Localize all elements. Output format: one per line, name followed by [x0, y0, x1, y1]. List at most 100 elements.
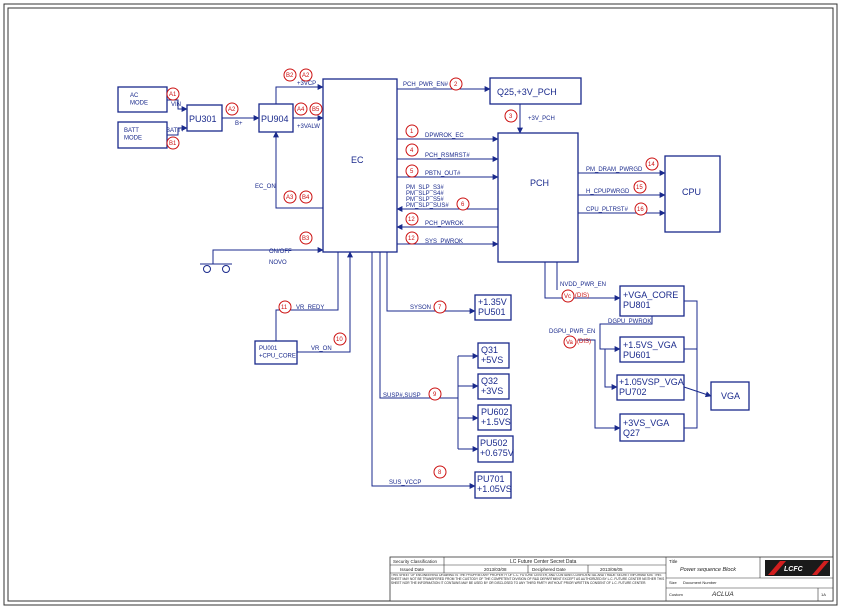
pu701-label: PU701+1.05VS	[477, 474, 512, 494]
sequence-markers: A1 B1 A2 B2 A2 A4 B5 A3 B4 B3 2 3 1 4 5 …	[166, 68, 659, 479]
marker-b2: B2	[283, 68, 297, 82]
issued-date: 2013/03/08	[484, 567, 507, 572]
marker-b1: B1	[166, 136, 180, 150]
vin-label: VIN	[171, 102, 181, 108]
marker-16: 16	[634, 202, 648, 216]
b-plus-label: B+	[235, 121, 243, 127]
marker-10: 10	[333, 332, 347, 346]
text-line: +CPU_CORE	[259, 354, 296, 360]
p3valw-label: +3VALW	[297, 124, 320, 130]
marker-b4: B4	[299, 190, 313, 204]
nvdd-pwr-en-label: NVDD_PWR_EN	[560, 282, 606, 288]
pu904-block[interactable]: PU904	[258, 103, 294, 133]
cpu-block[interactable]: CPU	[664, 155, 721, 233]
pu701-block[interactable]: PU701+1.05VS	[474, 471, 512, 499]
q32-block[interactable]: Q32+3VS	[477, 373, 510, 400]
marker-9: 9	[428, 387, 442, 401]
text-line: Q31	[481, 345, 498, 355]
q32-label: Q32+3VS	[481, 376, 503, 396]
text-line: Q32	[481, 376, 498, 386]
text-line: AC	[130, 93, 139, 99]
svg-text:8: 8	[438, 470, 442, 476]
marker-5: 5	[405, 164, 419, 178]
ec-on-label: EC_ON	[255, 184, 276, 190]
svg-text:Va: Va	[566, 340, 574, 346]
security-classification-label: Security Classification	[393, 559, 438, 564]
custom-label: Custom	[669, 592, 683, 597]
marker-14: 14	[645, 157, 659, 171]
pu001-label: PU001 +CPU_CORE	[259, 346, 296, 360]
marker-15: 15	[633, 180, 647, 194]
svg-text:B1: B1	[169, 141, 177, 147]
title-label: Title	[669, 559, 678, 564]
pch-pwrok-label: PCH_PWROK	[425, 221, 464, 227]
q25-block[interactable]: Q25,+3V_PCH	[489, 77, 582, 105]
text-line: +1.35V	[478, 297, 507, 307]
marker-a4: A4	[294, 102, 308, 116]
syson-label: SYSON	[410, 305, 431, 311]
pu301-block[interactable]: PU301	[186, 104, 223, 132]
q31-block[interactable]: Q31+5VS	[477, 342, 510, 369]
text-line: +1.05VSP_VGA	[619, 377, 684, 387]
title-block: Security Classification LC Future Center…	[389, 556, 834, 602]
cpu-label: CPU	[682, 187, 701, 197]
p3v-pch-label: +3V_PCH	[528, 116, 555, 122]
logo-text: LCFC	[784, 566, 804, 573]
marker-6: 6	[456, 197, 470, 211]
vga-label: VGA	[721, 391, 740, 401]
text-line: PU801	[623, 300, 651, 310]
text-line: PU601	[623, 350, 651, 360]
text-line: PU001	[259, 346, 278, 352]
pbtn-out-label: PBTN_OUT#	[425, 171, 461, 177]
text-line: PU502	[480, 438, 508, 448]
pu602-label: PU602+1.5VS	[481, 407, 511, 427]
svg-text:12: 12	[408, 217, 415, 223]
text-line: +VGA_CORE	[623, 290, 678, 300]
vga-block[interactable]: VGA	[710, 381, 750, 411]
vr-redy-label: VR_REDY	[296, 305, 324, 311]
text-line: +1.05VS	[477, 484, 512, 494]
pu502-block[interactable]: PU502+0.675V	[477, 435, 514, 463]
svg-text:A4: A4	[297, 107, 305, 113]
svg-text:14: 14	[648, 162, 655, 168]
svg-text:Vc: Vc	[564, 294, 571, 300]
confidential-notice: THIS SHEET OF ENGINEERING DRAWING IS THE…	[391, 574, 664, 585]
marker-12b: 12	[405, 231, 419, 245]
q31-label: Q31+5VS	[481, 345, 503, 365]
svg-text:2: 2	[454, 82, 458, 88]
size-label: Size	[669, 580, 678, 585]
marker-a2: A2	[225, 102, 239, 116]
text-line: +3VS	[481, 386, 503, 396]
svg-text:16: 16	[637, 207, 644, 213]
pu602-block[interactable]: PU602+1.5VS	[477, 404, 512, 431]
h-cpupwrgd-label: H_CPUPWRGD	[586, 189, 630, 195]
deciphered-date: 2013/06/05	[600, 567, 623, 572]
svg-text:5: 5	[410, 169, 414, 175]
pu001-block[interactable]: PU001 +CPU_CORE	[254, 340, 298, 365]
pch-block[interactable]: PCH	[497, 132, 579, 263]
ec-block[interactable]: EC	[322, 78, 398, 253]
issued-date-label: Issued Date	[400, 567, 425, 572]
pu904-label: PU904	[261, 114, 289, 124]
dis-label-2: (DIS)	[577, 339, 591, 345]
sus-vccp-label: SUS_VCCP	[389, 480, 421, 486]
company-label: LC Future Center Secret Data	[510, 559, 577, 565]
marker-a3: A3	[283, 190, 297, 204]
svg-text:11: 11	[281, 305, 288, 311]
text-line: PU501	[478, 307, 506, 317]
susp-label: SUSP#,SUSP	[383, 393, 421, 399]
dgpu-pwr-en-label: DGPU_PWR_EN	[549, 329, 595, 335]
text-line: PU602	[481, 407, 509, 417]
